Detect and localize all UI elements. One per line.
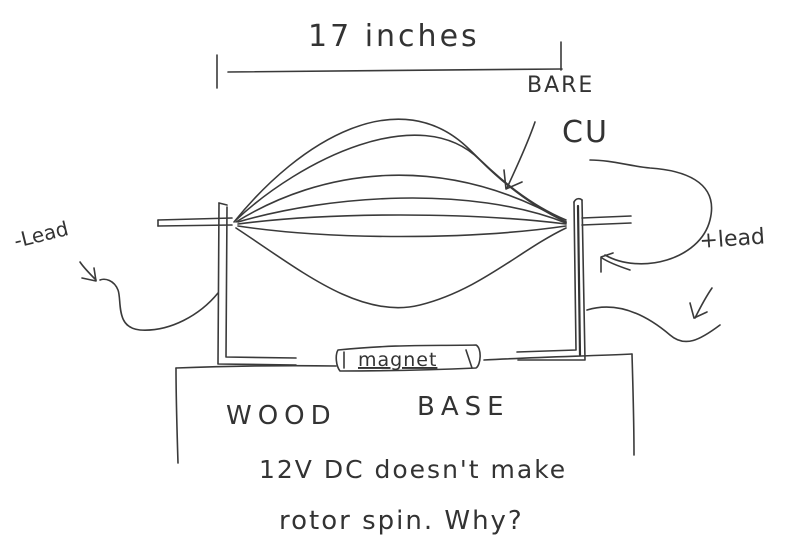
- bare-label: BARE: [527, 73, 594, 98]
- negative-lead-wire: [99, 278, 219, 331]
- right-support: [516, 197, 586, 361]
- magnet-shape: [335, 344, 481, 372]
- positive-lead-label: +lead: [699, 224, 766, 254]
- negative-lead-arrow: [79, 261, 97, 282]
- positive-lead-arrow: [689, 287, 713, 319]
- right-support-arrow: [600, 252, 631, 273]
- rotor-wires: [233, 118, 567, 309]
- length-label: 17 inches: [308, 19, 480, 54]
- wood-label: WOOD: [226, 401, 337, 431]
- cu-label: CU: [562, 115, 609, 150]
- positive-lead-wire: [586, 159, 721, 343]
- length-dimension: [216, 41, 563, 89]
- left-support: [217, 202, 297, 366]
- dimension-line: [227, 68, 563, 73]
- negative-lead-label: -Lead: [11, 216, 70, 253]
- question-line-1: 12V DC doesn't make: [259, 455, 567, 484]
- cu-arrow: [503, 121, 536, 190]
- magnet-label: magnet: [358, 349, 437, 371]
- base-label: BASE: [417, 392, 510, 422]
- question-line-2: rotor spin. Why?: [279, 506, 524, 536]
- wood-base: [175, 353, 635, 464]
